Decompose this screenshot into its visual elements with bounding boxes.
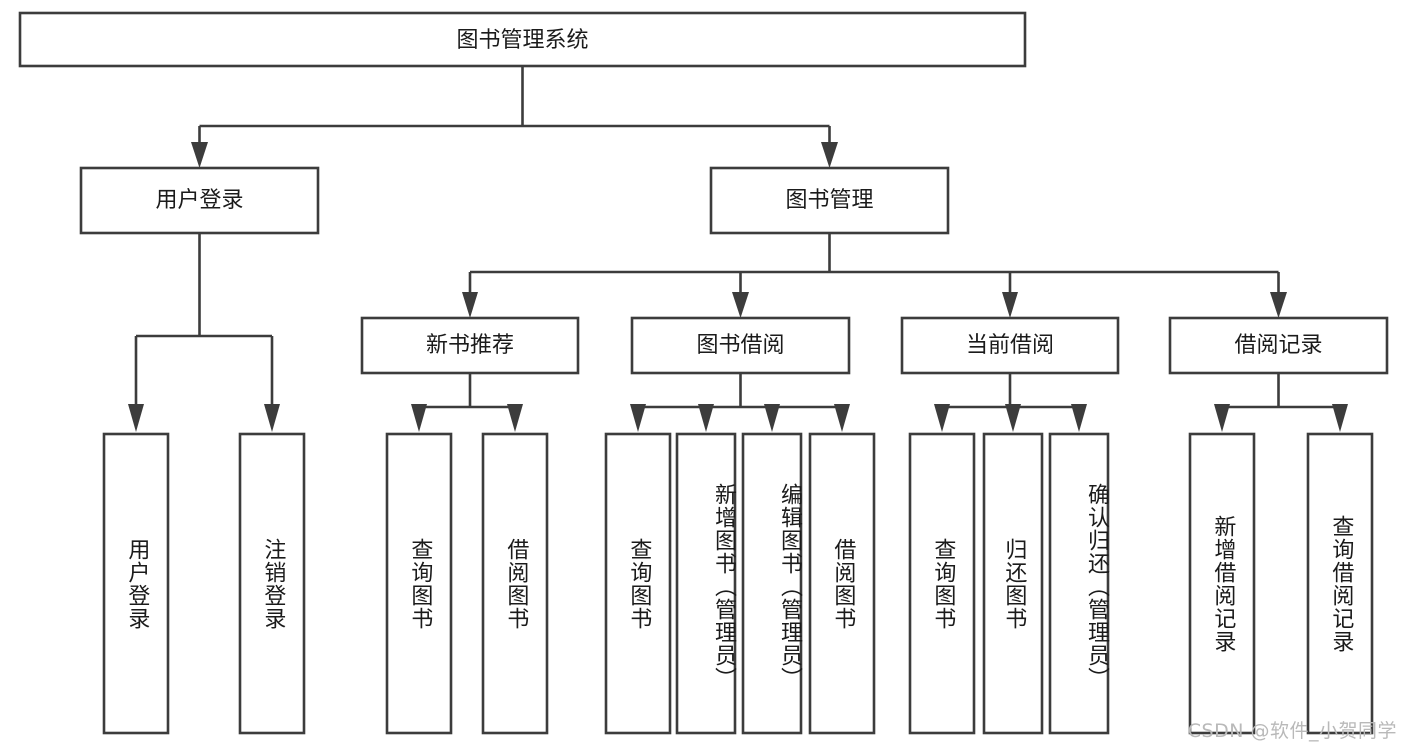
node-book-borrow-label: 图书借阅 <box>696 333 784 358</box>
arrow-head-leaf-user-login <box>128 404 144 432</box>
leaf-label-return-book: 归还图书 <box>1001 537 1027 630</box>
node-current-borrow-label: 当前借阅 <box>966 333 1054 358</box>
leaf-box-query-record[interactable] <box>1306 432 1374 735</box>
node-book-manage[interactable]: 图书管理 <box>709 166 950 235</box>
leaf-box-logout[interactable] <box>238 432 306 735</box>
leaf-box-borrow-book-1[interactable] <box>481 432 549 735</box>
node-book-manage-box[interactable] <box>709 166 950 235</box>
arrow-head-user-login <box>191 142 208 168</box>
leaf-label-add-record: 新增借阅记录 <box>1210 514 1236 653</box>
arrow-head-leaf-add-book <box>698 404 714 432</box>
node-root-box[interactable] <box>18 11 1027 68</box>
leaf-box-borrow-book-2[interactable] <box>808 432 876 735</box>
leaf-label-user-login: 用户登录 <box>124 537 150 630</box>
arrow-head-leaf-borrow-book-2 <box>834 404 850 432</box>
node-root[interactable]: 图书管理系统 <box>18 11 1027 68</box>
connector-layer <box>128 66 1348 432</box>
leaf-label-query-book-3: 查询图书 <box>930 537 956 630</box>
leaf-box-user-login[interactable] <box>102 432 170 735</box>
node-borrow-record-box[interactable] <box>1168 316 1389 375</box>
arrow-head-borrow-record <box>1270 292 1287 318</box>
arrow-head-leaf-query-record <box>1332 404 1348 432</box>
arrow-head-leaf-add-record <box>1214 404 1230 432</box>
node-new-book-recommend-box[interactable] <box>360 316 580 375</box>
node-user-login-box[interactable] <box>79 166 320 235</box>
node-book-borrow-box[interactable] <box>630 316 851 375</box>
leaf-box-query-book-3[interactable] <box>908 432 976 735</box>
node-current-borrow[interactable]: 当前借阅 <box>900 316 1120 375</box>
arrow-head-leaf-query-book-2 <box>630 404 646 432</box>
leaf-label-borrow-book-1: 借阅图书 <box>503 537 529 630</box>
arrow-head-leaf-logout <box>264 404 280 432</box>
leaf-box-query-book-1[interactable] <box>385 432 453 735</box>
leaf-label-query-book-2: 查询图书 <box>626 537 652 630</box>
leaf-label-query-record: 查询借阅记录 <box>1328 514 1354 653</box>
arrow-head-current-borrow <box>1002 292 1018 318</box>
leaf-label-add-book: 新增图书（管理员） <box>711 483 736 690</box>
arrow-head-leaf-return-book <box>1005 404 1021 432</box>
node-new-book-recommend-label: 新书推荐 <box>426 333 514 358</box>
arrow-head-leaf-edit-book <box>764 404 780 432</box>
leaf-box-confirm-return[interactable] <box>1048 432 1110 735</box>
leaf-label-query-book-1: 查询图书 <box>407 537 433 630</box>
node-new-book-recommend[interactable]: 新书推荐 <box>360 316 580 375</box>
leaf-box-layer <box>102 432 1374 735</box>
leaf-box-edit-book[interactable] <box>741 432 803 735</box>
leaf-box-return-book[interactable] <box>982 432 1044 735</box>
leaf-box-add-record[interactable] <box>1188 432 1256 735</box>
leaf-label-edit-book: 编辑图书（管理员） <box>777 483 802 690</box>
node-user-login[interactable]: 用户登录 <box>79 166 320 235</box>
arrow-head-new-book <box>462 292 478 318</box>
node-book-manage-label: 图书管理 <box>785 188 873 213</box>
arrow-head-leaf-confirm-return <box>1071 404 1087 432</box>
leaf-box-query-book-2[interactable] <box>604 432 672 735</box>
leaf-label-borrow-book-2: 借阅图书 <box>830 537 856 630</box>
leaf-label-logout: 注销登录 <box>260 537 286 630</box>
leaf-label-confirm-return: 确认归还（管理员） <box>1084 483 1109 690</box>
arrow-head-borrow <box>732 292 749 318</box>
arrow-head-leaf-query-book-3 <box>934 404 950 432</box>
csdn-watermark: CSDN @软件_小贺同学 <box>1187 720 1397 742</box>
arrow-head-leaf-query-book-1 <box>411 404 427 432</box>
node-current-borrow-box[interactable] <box>900 316 1120 375</box>
node-root-label: 图书管理系统 <box>456 28 588 53</box>
node-borrow-record-label: 借阅记录 <box>1234 333 1322 358</box>
arrow-head-leaf-borrow-book-1 <box>507 404 523 432</box>
node-book-borrow[interactable]: 图书借阅 <box>630 316 851 375</box>
arrow-head-book-manage <box>821 142 838 168</box>
node-user-login-label: 用户登录 <box>155 188 243 213</box>
node-borrow-record[interactable]: 借阅记录 <box>1168 316 1389 375</box>
leaf-box-add-book[interactable] <box>675 432 737 735</box>
